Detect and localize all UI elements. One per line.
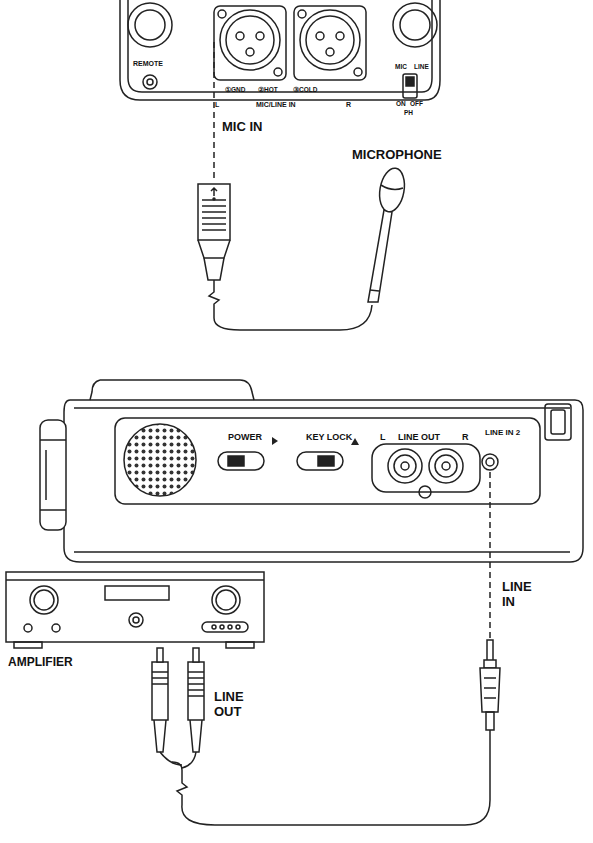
jack-name: REMOTE: [133, 60, 163, 68]
channel-name: L: [380, 432, 386, 442]
jack-name: LINE IN 2: [485, 428, 520, 437]
switch-name: OFF: [410, 100, 423, 107]
channel-name: R: [346, 101, 351, 109]
pin-name: ③COLD: [293, 86, 317, 93]
switch-name: ON: [396, 100, 406, 107]
channel-name: R: [462, 432, 469, 442]
connector-name: MIC/LINE IN: [256, 101, 296, 109]
connection-name: MIC IN: [222, 120, 262, 135]
connection-name: LINE IN: [502, 580, 542, 610]
switch-name: MIC: [395, 63, 407, 70]
connector-name: LINE OUT: [398, 432, 440, 442]
part-name: AMPLIFIER: [8, 656, 73, 670]
switch-name: LINE: [414, 63, 429, 70]
switch-name: POWER: [228, 432, 262, 442]
connection-name: LINE OUT: [214, 690, 254, 720]
part-name: MICROPHONE: [352, 148, 442, 163]
switch-name: KEY LOCK: [306, 432, 352, 442]
switch-name: PH: [404, 109, 413, 116]
channel-name: L: [215, 101, 219, 109]
pin-name: ①GND: [225, 86, 245, 93]
pin-name: ②HOT: [258, 86, 278, 93]
